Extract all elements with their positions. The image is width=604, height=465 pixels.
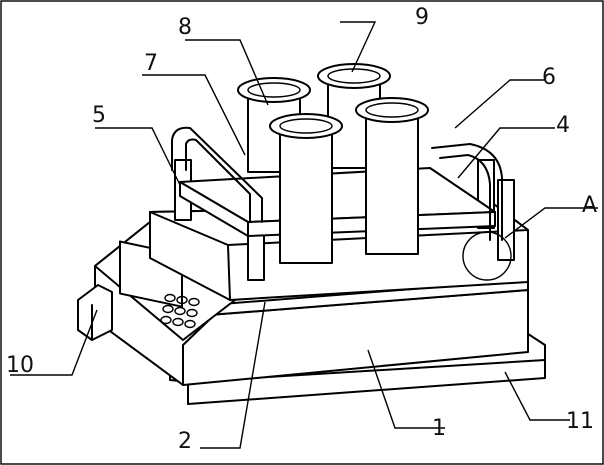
keypad [160,293,200,329]
tube-front-left [269,113,343,264]
sample-tubes [237,63,429,264]
label-a: A [582,193,597,218]
leader-lines [10,21,598,449]
label-7: 7 [144,51,158,76]
label-9: 9 [415,5,429,30]
side-bracket [77,284,113,341]
detail-circle-a [462,231,512,281]
label-4: 4 [556,113,570,138]
label-8: 8 [178,15,192,40]
label-10: 10 [6,353,34,378]
label-11: 11 [566,409,594,434]
label-6: 6 [542,65,556,90]
carry-handles [171,126,503,241]
label-1: 1 [432,416,446,441]
control-console [94,221,236,386]
label-5: 5 [92,103,106,128]
label-2: 2 [178,429,192,454]
tube-front-right [355,97,429,255]
